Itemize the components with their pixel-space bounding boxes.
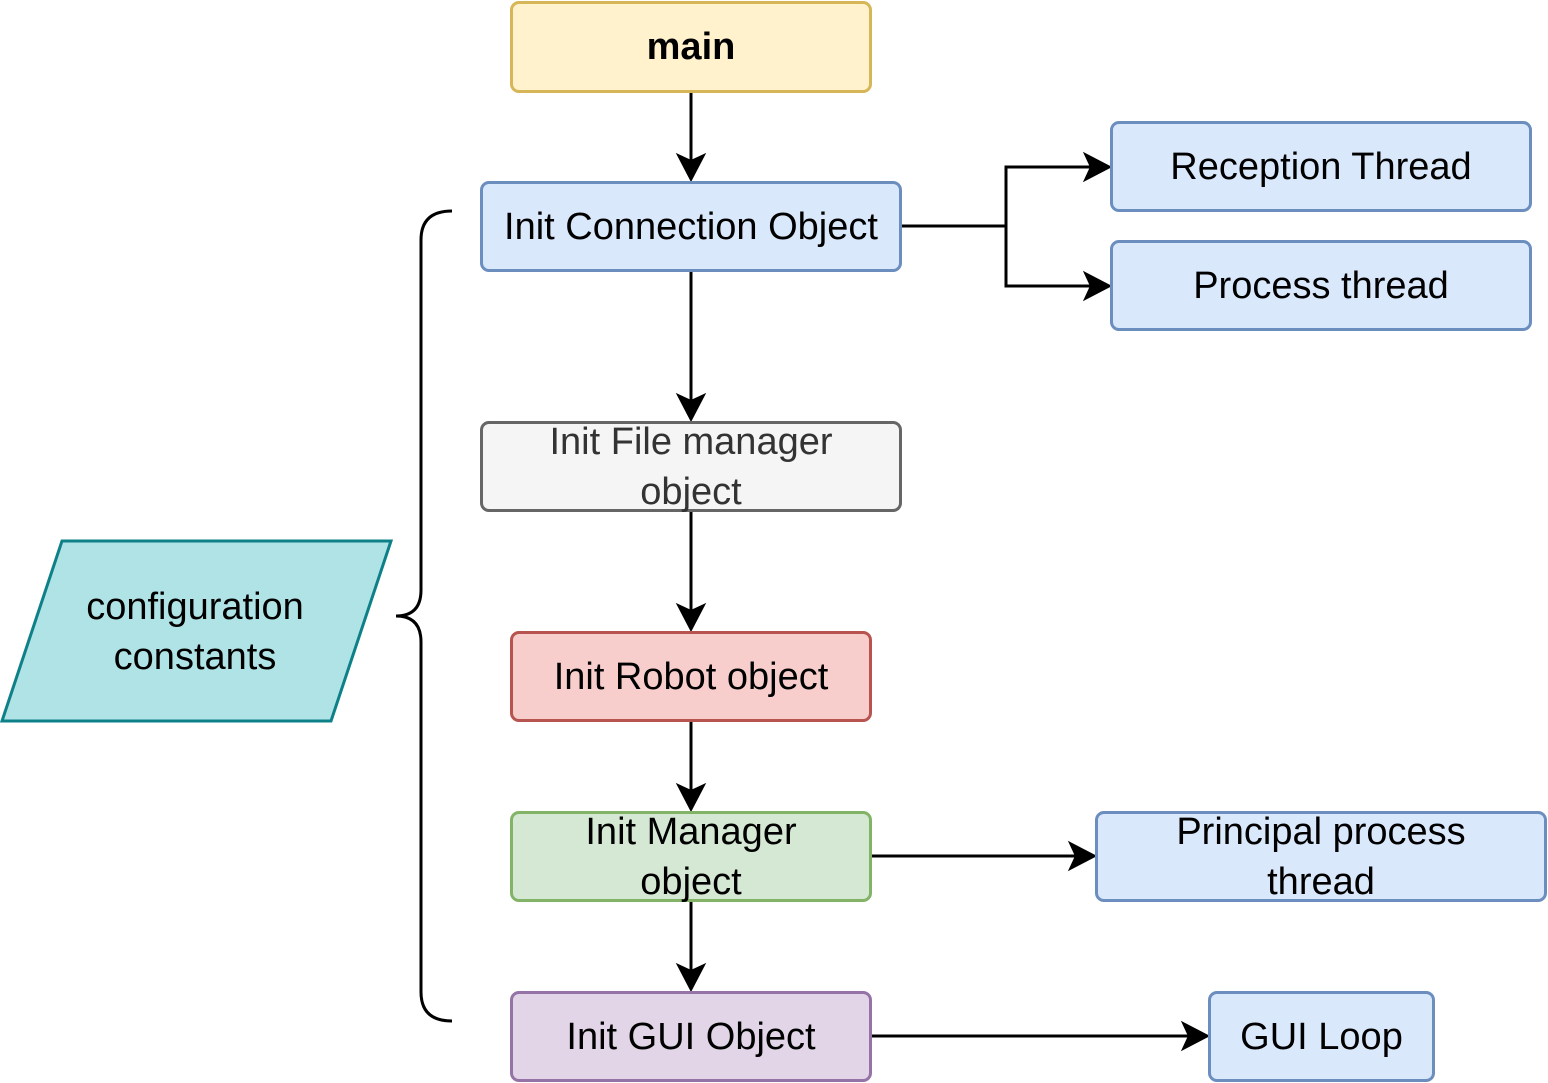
- node-process-thread[interactable]: Process thread: [1110, 240, 1532, 331]
- arrowhead-main-to-connection: [675, 152, 707, 183]
- node-process-thread-label: Process thread: [1193, 264, 1449, 307]
- node-init-file-manager[interactable]: Init File manager object: [480, 421, 902, 513]
- node-init-connection-label: Init Connection Object: [504, 205, 878, 248]
- node-gui-loop-label: GUI Loop: [1240, 1015, 1403, 1058]
- node-init-file-manager-label: Init File manager object: [549, 420, 833, 513]
- arrowhead-connection-to-reception: [1082, 151, 1113, 183]
- node-init-gui-label: Init GUI Object: [566, 1015, 816, 1058]
- node-init-manager-label: Init Manager object: [585, 810, 797, 903]
- config-constants-label: configuration constants: [30, 582, 360, 682]
- node-main-label: main: [646, 26, 736, 68]
- node-reception-thread-label: Reception Thread: [1170, 145, 1472, 188]
- arrowhead-connection-to-process: [1082, 270, 1113, 302]
- arrowhead-manager-to-gui: [675, 962, 707, 993]
- node-principal-thread[interactable]: Principal process thread: [1095, 811, 1547, 903]
- arrowhead-gui-to-loop: [1180, 1020, 1211, 1052]
- node-main[interactable]: main: [510, 1, 872, 93]
- arrowhead-file-manager-to-robot: [675, 602, 707, 633]
- edge-connection-to-reception: [901, 165, 1090, 228]
- config-constants-text: configuration constants: [86, 586, 304, 678]
- node-init-robot-label: Init Robot object: [553, 655, 829, 698]
- curly-brace: [395, 209, 453, 1023]
- node-init-connection[interactable]: Init Connection Object: [480, 181, 902, 272]
- node-init-gui[interactable]: Init GUI Object: [510, 991, 872, 1082]
- node-principal-thread-label: Principal process thread: [1176, 810, 1466, 903]
- config-parallelogram: [0, 539, 394, 723]
- edge-connection-to-process: [1004, 226, 1090, 288]
- arrowhead-robot-to-manager: [675, 782, 707, 813]
- node-reception-thread[interactable]: Reception Thread: [1110, 121, 1532, 212]
- arrowhead-connection-to-file-manager: [675, 392, 707, 423]
- arrowhead-manager-to-principal: [1067, 840, 1098, 872]
- node-init-manager[interactable]: Init Manager object: [510, 811, 872, 903]
- node-init-robot[interactable]: Init Robot object: [510, 631, 872, 722]
- node-gui-loop[interactable]: GUI Loop: [1208, 991, 1435, 1082]
